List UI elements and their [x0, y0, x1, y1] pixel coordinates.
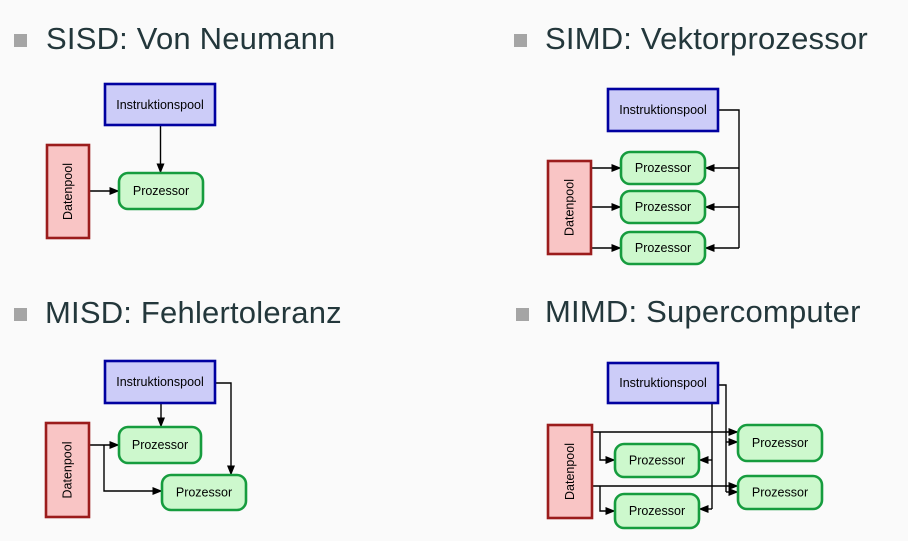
instruction-pool-label: Instruktionspool — [116, 98, 204, 112]
instruction-pool-label: Instruktionspool — [619, 376, 707, 390]
mimd-instruction-spine — [718, 384, 727, 492]
processor-box — [613, 442, 701, 479]
processor-label: Prozessor — [176, 486, 232, 500]
instruction-pool-box — [103, 82, 217, 127]
data-pool-label: Datenpool — [61, 442, 75, 499]
bullet-icon — [516, 308, 529, 321]
processor-box — [619, 189, 707, 225]
section-title-misd: MISD: Fehlertoleranz — [45, 295, 342, 330]
section-title-simd: SIMD: Vektorprozessor — [545, 21, 868, 56]
data-pool-box — [546, 423, 594, 520]
section-title-sisd: SISD: Von Neumann — [46, 21, 336, 56]
processor-label: Prozessor — [635, 241, 691, 255]
processor-box — [736, 474, 824, 511]
data-pool-label: Datenpool — [61, 163, 75, 220]
instruction-pool-label: Instruktionspool — [619, 103, 707, 117]
mimd-data-arrow — [599, 432, 616, 464]
data-pool-label: Datenpool — [563, 443, 577, 500]
section-title-mimd: MIMD: Supercomputer — [545, 294, 861, 329]
data-pool-box — [546, 159, 593, 256]
misd-diagram: Instruktionspool Datenpool Prozessor Pro… — [44, 359, 248, 519]
processor-label: Prozessor — [132, 438, 188, 452]
processor-label: Prozessor — [752, 436, 808, 450]
processor-label: Prozessor — [629, 504, 685, 518]
simd-diagram: Instruktionspool Datenpool Prozessor Pro… — [546, 87, 740, 266]
processor-box — [613, 492, 701, 530]
bullet-icon — [514, 34, 527, 47]
instruction-pool-box — [103, 359, 217, 405]
processor-box — [160, 473, 248, 512]
misd-data-arrow — [103, 445, 163, 495]
processor-box — [736, 423, 824, 463]
mimd-data-arrow — [599, 486, 616, 515]
instruction-pool-box — [606, 361, 720, 405]
data-pool-label: Datenpool — [563, 179, 577, 236]
processor-label: Prozessor — [635, 161, 691, 175]
bullet-icon — [14, 34, 27, 47]
instruction-pool-label: Instruktionspool — [116, 375, 204, 389]
processor-label: Prozessor — [133, 184, 189, 198]
simd-instruction-spine — [718, 109, 740, 248]
processor-box — [619, 150, 707, 186]
processor-box — [117, 171, 205, 211]
processor-label: Prozessor — [629, 454, 685, 468]
bullet-icon — [14, 308, 27, 321]
processor-label: Prozessor — [635, 200, 691, 214]
processor-box — [619, 230, 707, 266]
data-pool-box — [44, 421, 91, 519]
misd-instruction-arrow — [215, 382, 235, 476]
data-pool-box — [45, 143, 91, 240]
processor-label: Prozessor — [752, 486, 808, 500]
instruction-pool-box — [606, 87, 720, 133]
mimd-diagram: Instruktionspool Datenpool Prozessor Pro… — [546, 361, 824, 530]
sisd-diagram: Instruktionspool Datenpool Prozessor — [45, 82, 217, 240]
processor-box — [117, 425, 203, 465]
